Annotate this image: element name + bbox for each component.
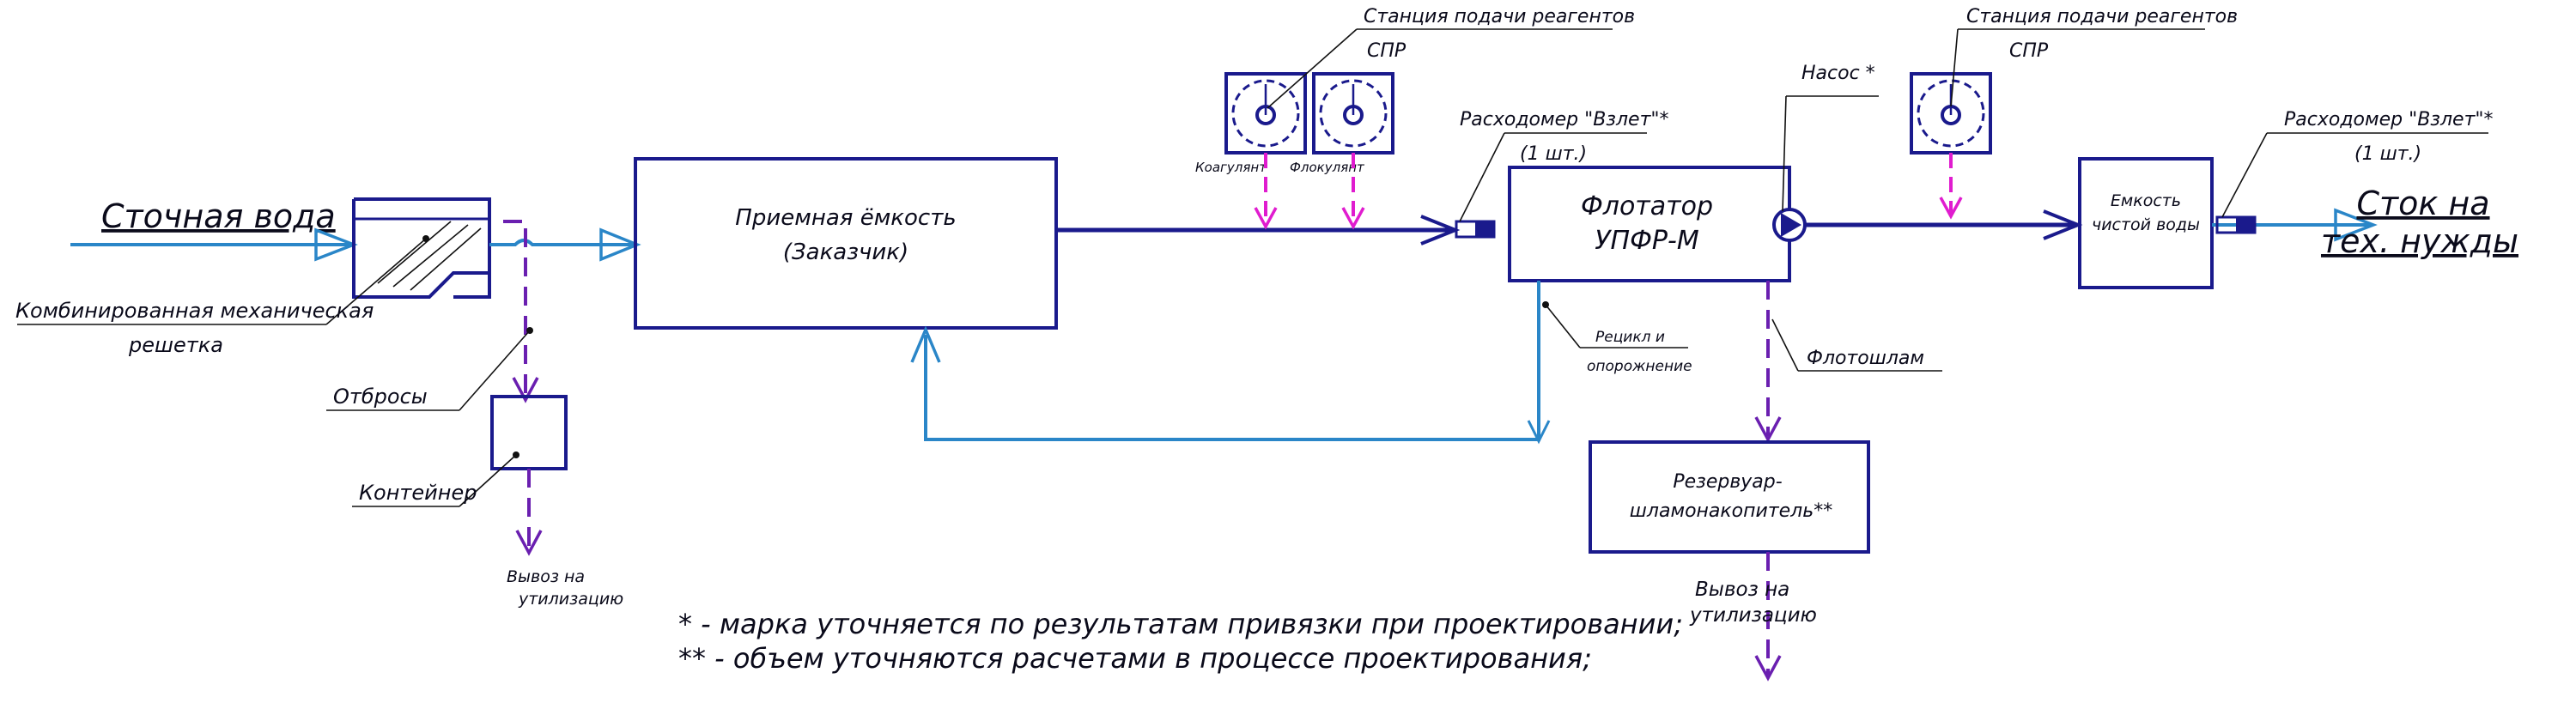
disposal-label-1-line1: Вывоз на [507, 567, 585, 586]
flowmeter-2-leader [2221, 132, 2268, 218]
reagent-station-1 [1224, 72, 1394, 155]
pump-icon [1772, 208, 1807, 242]
receiving-tank-label-line2: (Заказчик) [783, 239, 908, 265]
disposal-label-2-line1: Вывоз на [1695, 579, 1789, 601]
flotator-box [1508, 166, 1791, 282]
flowmeter-1-leader [1459, 132, 1505, 222]
recycle-leader [1545, 304, 1581, 348]
waste-label: Отбросы [333, 385, 428, 409]
note-1: * - марка уточняется по результатам прив… [678, 608, 1683, 640]
coagulant-feed-arrow-icon [1254, 207, 1278, 230]
waste-line [503, 220, 527, 397]
reagent-station-1-label-line2: СПР [1367, 40, 1406, 62]
recycle-arrow-icon [910, 325, 941, 363]
recycle-label-line2: опорожнение [1587, 358, 1692, 375]
disposal-label-2-line2: утилизацию [1689, 604, 1817, 627]
screen-outflow-arrow-icon [599, 227, 641, 262]
pump-label: Насос * [1801, 63, 1875, 84]
screen-outflow-line [489, 239, 634, 246]
mechanical-screen [352, 197, 491, 299]
clean-tank-label-line1: Емкость [2111, 191, 2181, 210]
screen-label-line2: решетка [128, 333, 223, 357]
clean-tank-label-line2: чистой воды [2092, 215, 2200, 234]
flowmeter-1-label-line1: Расходомер "Взлет"* [1460, 109, 1669, 130]
flotosludge-label: Флотошлам [1807, 348, 1924, 369]
sludge-disposal-arrow-icon [1754, 655, 1782, 682]
disposal-label-1-line2: утилизацию [518, 590, 623, 609]
reagent-station-2 [1910, 72, 1992, 155]
flotosludge-arrow-icon [1754, 416, 1782, 443]
receiving-tank-label-line1: Приемная ёмкость [735, 205, 956, 231]
recycle-line [924, 281, 1540, 441]
outflow-label-line2: тех. нужды [2321, 222, 2518, 260]
flowmeter-2-label-line1: Расходомер "Взлет"* [2284, 109, 2494, 130]
container-waste-arrow-icon [515, 530, 543, 556]
inflow-label: Сточная вода [101, 197, 336, 235]
container-leader [459, 454, 517, 507]
flocculant-label: Флокулянт [1290, 160, 1365, 175]
reagent-2-feed-arrow-icon [1939, 197, 1963, 220]
waste-arrow-icon [512, 377, 539, 403]
flotosludge-leader [1771, 318, 1799, 372]
pump-leader [1782, 95, 1787, 212]
reagent-station-2-label-line2: СПР [2009, 40, 2049, 62]
reagent-station-1-leader [1267, 28, 1358, 109]
flowmeter-1-label-line2: (1 шт.) [1520, 143, 1587, 165]
container-label: Контейнер [359, 481, 477, 505]
recycle-label-line1: Рецикл и [1595, 329, 1665, 346]
outflow-arrow-icon [2334, 208, 2378, 242]
flocculant-feed-arrow-icon [1341, 207, 1365, 230]
flotator-label-line1: Флотатор [1581, 191, 1713, 221]
sludge-tank-label-line1: Резервуар- [1673, 471, 1782, 493]
reagent-station-2-leader [1950, 28, 1959, 107]
coagulant-label: Коагулянт [1195, 160, 1267, 175]
flowmeter-2-label-line2: (1 шт.) [2354, 143, 2421, 165]
screen-label-line1: Комбинированная механическая [15, 299, 374, 323]
receiving-tank-box [634, 157, 1058, 330]
reagent-station-2-label-line1: Станция подачи реагентов [1966, 6, 2238, 27]
outflow-label-line1: Сток на [2356, 185, 2489, 222]
screen-leader [325, 238, 427, 325]
sludge-tank-label-line2: шламонакопитель** [1630, 500, 1832, 522]
waste-leader [459, 330, 531, 411]
container-box [490, 395, 568, 470]
sludge-tank-box [1589, 440, 1870, 554]
inflow-arrow-icon [314, 227, 358, 262]
note-2: ** - объем уточняются расчетами в процес… [678, 642, 1592, 675]
recycle-down-arrow-icon [1527, 420, 1551, 445]
flotator-label-line2: УПФР-М [1595, 226, 1699, 256]
reagent-station-1-label-line1: Станция подачи реагентов [1364, 6, 1635, 27]
